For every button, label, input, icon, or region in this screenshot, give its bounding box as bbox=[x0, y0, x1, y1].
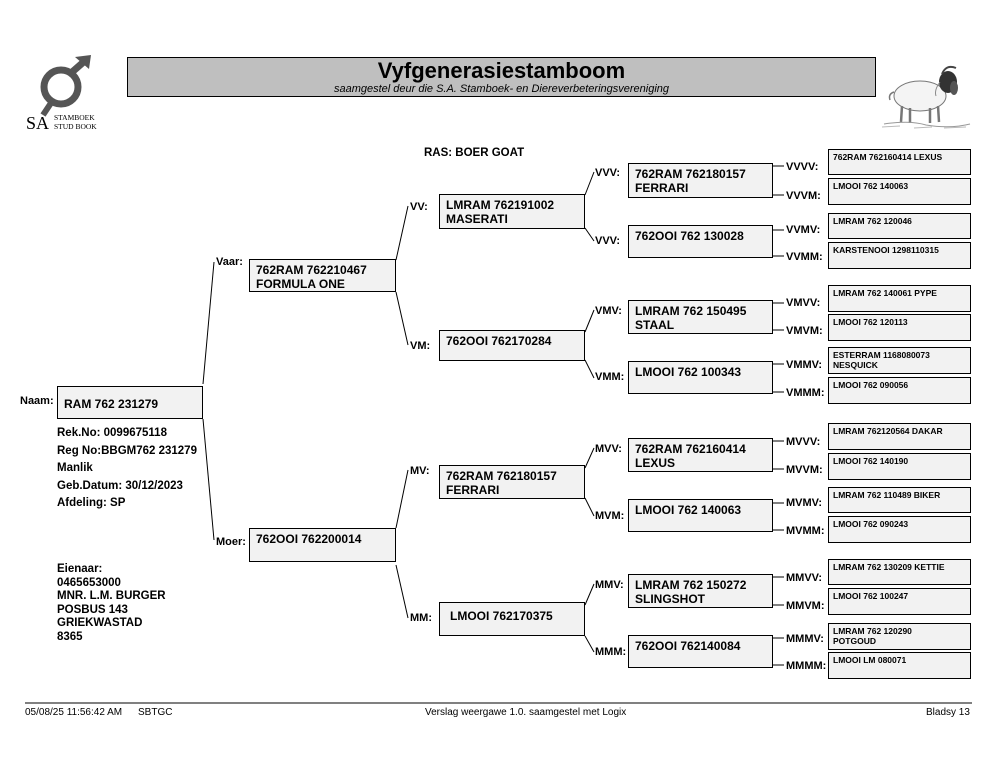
mmm-box: 762OOI 762140084 bbox=[628, 635, 773, 668]
mvmm-label: MVMM: bbox=[786, 525, 825, 537]
logo-brand: SA bbox=[26, 113, 50, 133]
mmm-label: MMM: bbox=[595, 646, 627, 658]
mmvv-label: MMVV: bbox=[786, 572, 823, 584]
footer-code: SBTGC bbox=[138, 707, 173, 718]
vvm-label: VVV: bbox=[595, 235, 621, 247]
mvmv-box: LMRAM 762 110489 BIKER bbox=[828, 487, 971, 513]
owner-line: MNR. L.M. BURGER bbox=[57, 590, 166, 602]
boer-goat-illustration-icon bbox=[881, 65, 971, 129]
breed-label: RAS: BOER GOAT bbox=[424, 147, 525, 159]
section: Afdeling: SP bbox=[57, 497, 126, 509]
vvmm-box: KARSTENOOI 1298110315 bbox=[828, 242, 971, 269]
stud-book-symbol-icon bbox=[40, 55, 91, 117]
vvv-box: 762RAM 762180157 FERRARI bbox=[628, 163, 773, 198]
footer-datetime: 05/08/25 11:56:42 AM bbox=[25, 707, 123, 718]
vm-box: 762OOI 762170284 bbox=[439, 330, 585, 361]
mv-label: MV: bbox=[410, 465, 430, 477]
mvv-label: MVV: bbox=[595, 443, 622, 455]
owner-line: POSBUS 143 bbox=[57, 603, 128, 616]
sire-label: Vaar: bbox=[216, 256, 243, 268]
footer-page-number: Bladsy 13 bbox=[926, 707, 970, 718]
mvm-label: MVM: bbox=[595, 510, 625, 522]
vmvv-label: VMVV: bbox=[786, 297, 821, 309]
mvvm-label: MVVM: bbox=[786, 464, 823, 476]
mvvv-box: LMRAM 762120564 DAKAR bbox=[828, 423, 971, 450]
vvmv-box: LMRAM 762 120046 bbox=[828, 213, 971, 239]
animal-name-label: Naam: bbox=[20, 395, 54, 407]
logo: SA STAMBOEK STUD BOOK bbox=[22, 55, 112, 135]
animal-name-box: RAM 762 231279 bbox=[57, 386, 203, 419]
mv-box: 762RAM 762180157 FERRARI bbox=[439, 465, 585, 499]
header-bar: Vyfgenerasiestamboom saamgestel deur die… bbox=[127, 57, 876, 97]
vmm-box: LMOOI 762 100343 bbox=[628, 361, 773, 394]
rek-no: Rek.No: 0099675118 bbox=[57, 427, 167, 439]
mvmm-box: LMOOI 762 090243 bbox=[828, 516, 971, 543]
owner-block: Eienaar: 0465653000 MNR. L.M. BURGER POS… bbox=[57, 563, 166, 644]
logo-line2: STUD BOOK bbox=[54, 122, 97, 131]
vvvm-label: VVVM: bbox=[786, 190, 821, 202]
mmmv-box: LMRAM 762 120290 POTGOUD bbox=[828, 623, 971, 650]
owner-line: 0465653000 bbox=[57, 576, 121, 589]
page-subtitle: saamgestel deur die S.A. Stamboek- en Di… bbox=[333, 83, 670, 95]
vmm-label: VMM: bbox=[595, 371, 625, 383]
mmmv-label: MMMV: bbox=[786, 633, 824, 645]
mm-label: MM: bbox=[410, 612, 432, 624]
mvvm-box: LMOOI 762 140190 bbox=[828, 453, 971, 480]
mmvm-box: LMOOI 762 100247 bbox=[828, 588, 971, 615]
vvvv-label: VVVV: bbox=[786, 161, 819, 173]
sire-box: 762RAM 762210467 FORMULA ONE bbox=[249, 259, 396, 292]
mvmv-label: MVMV: bbox=[786, 497, 823, 509]
mmmm-box: LMOOI LM 080071 bbox=[828, 652, 971, 679]
vv-label: VV: bbox=[410, 201, 428, 213]
page-title: Vyfgenerasiestamboom bbox=[377, 58, 626, 83]
vm-label: VM: bbox=[410, 340, 431, 352]
owner-line: GRIEKWASTAD bbox=[57, 617, 143, 629]
vmvm-label: VMVM: bbox=[786, 325, 823, 337]
vv-box: LMRAM 762191002 MASERATI bbox=[439, 194, 585, 229]
vvvv-box: 762RAM 762160414 LEXUS bbox=[828, 149, 971, 175]
sex: Manlik bbox=[57, 462, 93, 474]
mmmm-label: MMMM: bbox=[786, 660, 827, 672]
vvm-box: 762OOI 762 130028 bbox=[628, 225, 773, 258]
vmmm-label: VMMM: bbox=[786, 387, 825, 399]
reg-no: Reg No:BBGM762 231279 bbox=[57, 444, 197, 457]
mmv-label: MMV: bbox=[595, 579, 624, 591]
mvm-box: LMOOI 762 140063 bbox=[628, 499, 773, 532]
mm-box: LMOOI 762170375 bbox=[439, 602, 585, 636]
mmv-box: LMRAM 762 150272 SLINGSHOT bbox=[628, 574, 773, 608]
mmvv-box: LMRAM 762 130209 KETTIE bbox=[828, 559, 971, 585]
animal-info: Rek.No: 0099675118 Reg No:BBGM762 231279… bbox=[57, 425, 197, 513]
vmvm-box: LMOOI 762 120113 bbox=[828, 314, 971, 341]
vmmv-box: ESTERRAM 1168080073 NESQUICK bbox=[828, 347, 971, 374]
dam-label: Moer: bbox=[216, 536, 246, 548]
vvmm-label: VVMM: bbox=[786, 251, 823, 263]
vvv-label: VVV: bbox=[595, 167, 621, 179]
vvmv-label: VVMV: bbox=[786, 224, 821, 236]
vmv-box: LMRAM 762 150495 STAAL bbox=[628, 300, 773, 334]
mvvv-label: MVVV: bbox=[786, 436, 821, 448]
owner-line: 8365 bbox=[57, 630, 83, 643]
owner-label: Eienaar: bbox=[57, 563, 103, 575]
vmmm-box: LMOOI 762 090056 bbox=[828, 377, 971, 404]
vvvm-box: LMOOI 762 140063 bbox=[828, 178, 971, 205]
dam-box: 762OOI 762200014 bbox=[249, 528, 396, 562]
footer-version: Verslag weergawe 1.0. saamgestel met Log… bbox=[425, 707, 627, 718]
mvv-box: 762RAM 762160414 LEXUS bbox=[628, 438, 773, 472]
birth-date: Geb.Datum: 30/12/2023 bbox=[57, 479, 183, 492]
mmvm-label: MMVM: bbox=[786, 600, 825, 612]
vmmv-label: VMMV: bbox=[786, 359, 823, 371]
logo-line1: STAMBOEK bbox=[54, 113, 95, 122]
vmvv-box: LMRAM 762 140061 PYPE bbox=[828, 285, 971, 312]
vmv-label: VMV: bbox=[595, 305, 622, 317]
